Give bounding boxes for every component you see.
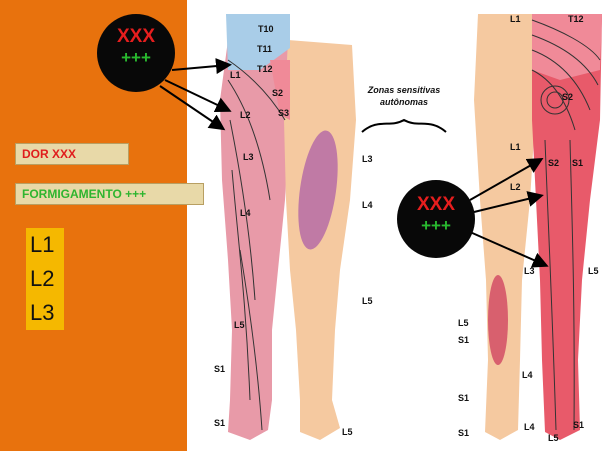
symptom-badge-front: XXX +++ [97,14,175,92]
label-s1b: S1 [214,418,225,428]
label-l5-right: L5 [362,296,373,306]
arrow-to-t12 [172,65,228,70]
label-s3: S3 [278,108,289,118]
label-s1a: S1 [214,364,225,374]
zonas-line2: autônomas [350,96,458,108]
back-label-s1a: S1 [458,335,469,345]
label-l3: L3 [243,152,254,162]
tingling-marker: +++ [397,216,475,236]
zonas-brace [362,120,446,132]
zonas-line1: Zonas sensitivas [350,84,458,96]
back-label-l2: L2 [510,182,521,192]
pain-marker: XXX [97,26,175,48]
zonas-label: Zonas sensitivas autônomas [350,84,458,108]
label-t10: T10 [258,24,274,34]
back-label-l5: L5 [458,318,469,328]
back-label-l5-right: L5 [588,266,599,276]
label-l1: L1 [230,70,241,80]
back-label-s2: S2 [562,92,573,102]
back-label-s1b: S1 [458,393,469,403]
label-l2: L2 [240,110,251,120]
label-l4: L4 [240,208,251,218]
label-l3-right: L3 [362,154,373,164]
label-t11: T11 [257,44,272,54]
back-label-s1: S1 [572,158,583,168]
back-autonomous-zone [488,275,508,365]
label-t12: T12 [257,64,273,74]
back-label-l1: L1 [510,14,521,24]
symptom-badge-back: XXX +++ [397,180,475,258]
pain-marker: XXX [397,194,475,216]
back-label-t12: T12 [568,14,584,24]
back-label-l4b: L4 [524,422,535,432]
back-label-s2b: S2 [548,158,559,168]
back-label-l1b: L1 [510,142,521,152]
label-l4-right: L4 [362,200,373,210]
back-label-s1c: S1 [573,420,584,430]
label-l5: L5 [234,320,245,330]
back-label-l4: L4 [522,370,533,380]
label-l5-foot: L5 [342,427,353,437]
back-label-l3: L3 [524,266,535,276]
back-label-l5b: L5 [548,433,559,443]
tingling-marker: +++ [97,48,175,68]
back-label-s1d: S1 [458,428,469,438]
label-s2: S2 [272,88,283,98]
